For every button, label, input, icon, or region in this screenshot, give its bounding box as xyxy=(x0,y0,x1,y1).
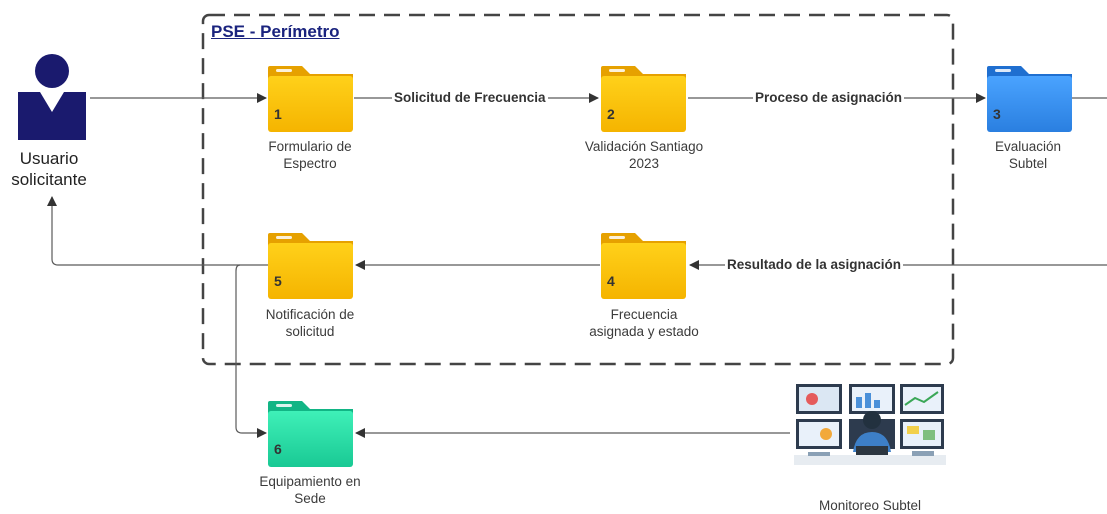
edge-label-proceso: Proceso de asignación xyxy=(753,90,905,106)
node-5-label-line1: Notificación de xyxy=(265,307,355,322)
perimeter-title: PSE - Perímetro xyxy=(211,22,340,41)
folder-icon: 4 xyxy=(601,233,686,299)
node-6-label: Equipamiento en Sede xyxy=(240,473,380,507)
node-6-label-line1: Equipamiento en xyxy=(259,474,361,489)
node-number: 1 xyxy=(274,106,282,122)
edge-label-solicitud: Solicitud de Frecuencia xyxy=(392,90,548,106)
monitor-label: Monitoreo Subtel xyxy=(818,498,922,513)
user-person-icon xyxy=(18,54,86,140)
node-6-label-line2: Sede xyxy=(294,491,326,506)
folder-icon: 2 xyxy=(601,66,686,132)
node-number: 3 xyxy=(993,106,1001,122)
folder-icon: 1 xyxy=(268,66,353,132)
node-1-label: Formulario de Espectro xyxy=(240,138,380,172)
node-3-label: Evaluación Subtel xyxy=(958,138,1098,172)
edge-5-to-user xyxy=(47,196,268,266)
node-4-label-line2: asignada y estado xyxy=(589,324,699,339)
node-2-label-line2: 2023 xyxy=(628,156,660,171)
node-number: 4 xyxy=(607,273,615,289)
folder-icon: 6 xyxy=(268,401,353,467)
user-label-line2: solicitante xyxy=(11,170,87,189)
user-label-line1: Usuario xyxy=(19,149,79,168)
node-5-label-line2: solicitud xyxy=(285,324,335,339)
node-1-label-line2: Espectro xyxy=(283,156,337,171)
node-number: 6 xyxy=(274,441,282,457)
edge-5-to-6 xyxy=(235,264,267,438)
node-1-label-line1: Formulario de xyxy=(268,139,352,154)
node-2-label: Validación Santiago 2023 xyxy=(564,138,724,172)
node-3-label-line2: Subtel xyxy=(1008,156,1048,171)
edge-label-resultado: Resultado de la asignación xyxy=(725,257,904,273)
monitoring-operator-icon xyxy=(794,381,946,471)
folder-icon: 3 xyxy=(987,66,1072,132)
node-4-label: Frecuencia asignada y estado xyxy=(564,306,724,340)
folder-icon: 5 xyxy=(268,233,353,299)
perimeter-box xyxy=(201,13,955,366)
user-label: Usuario solicitante xyxy=(8,148,90,190)
node-2-label-line1: Validación Santiago xyxy=(584,139,704,154)
node-3-label-line1: Evaluación xyxy=(994,139,1062,154)
node-4-label-line1: Frecuencia xyxy=(610,307,678,322)
node-number: 5 xyxy=(274,273,282,289)
node-5-label: Notificación de solicitud xyxy=(240,306,380,340)
node-number: 2 xyxy=(607,106,615,122)
